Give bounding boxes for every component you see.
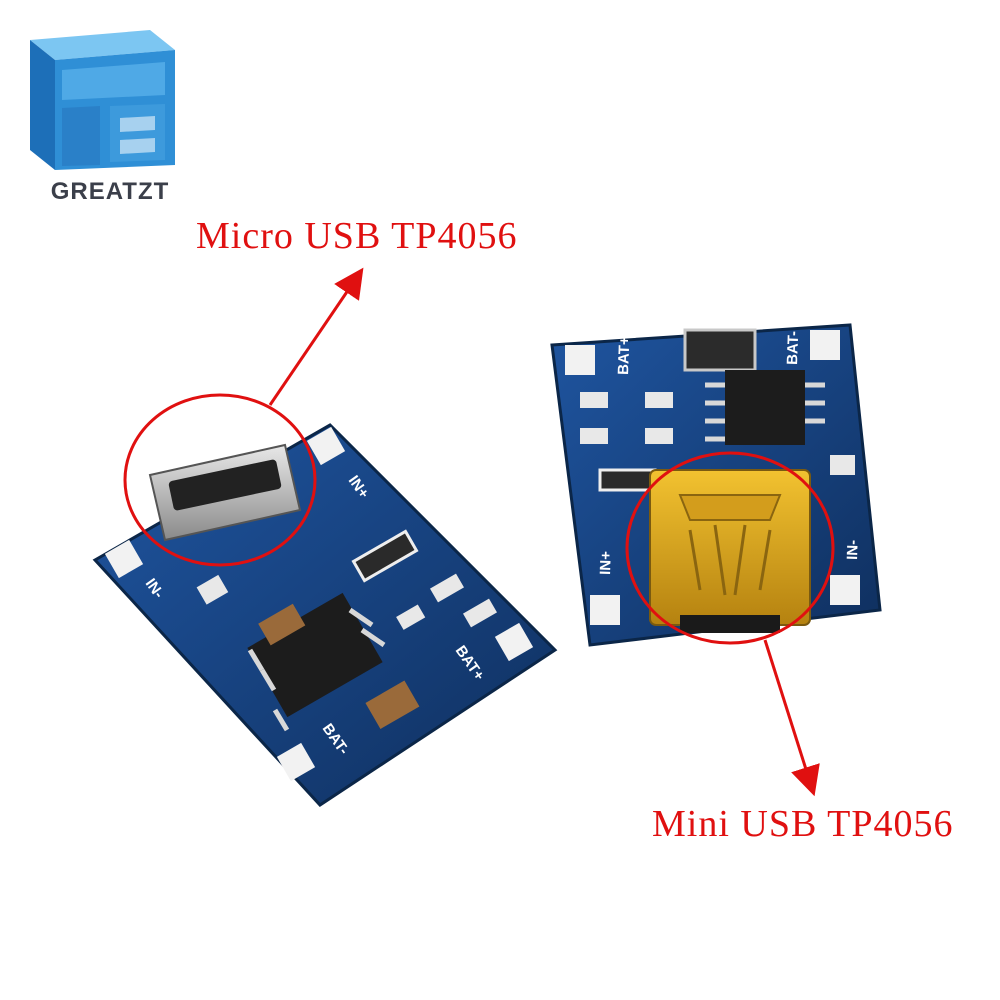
mini-label-bat-plus: BAT+	[615, 336, 633, 375]
micro-usb-connector	[148, 443, 302, 542]
charger-ic-mini	[705, 370, 825, 445]
micro-usb-arrow	[268, 267, 364, 406]
micro-usb-callout: Micro USB TP4056	[196, 215, 518, 257]
brand-logo	[30, 30, 175, 170]
charger-ic	[247, 592, 386, 732]
mini-usb-highlight-circle	[625, 451, 835, 645]
mini-label-bat-minus: BAT-	[784, 331, 802, 365]
micro-usb-board: IN+ IN- BAT+ BAT-	[92, 423, 558, 807]
mini-usb-callout: Mini USB TP4056	[652, 803, 954, 845]
mini-usb-connector	[649, 469, 811, 633]
mini-label-in-plus: IN+	[597, 551, 615, 576]
annotations	[123, 267, 835, 797]
mini-usb-arrow	[763, 639, 820, 797]
micro-usb-highlight-circle	[123, 393, 317, 567]
mini-label-in-minus: IN-	[844, 540, 862, 561]
mini-usb-board: BAT+ BAT- IN+ IN-	[550, 323, 882, 647]
brand-name: GREATZT	[50, 178, 170, 205]
